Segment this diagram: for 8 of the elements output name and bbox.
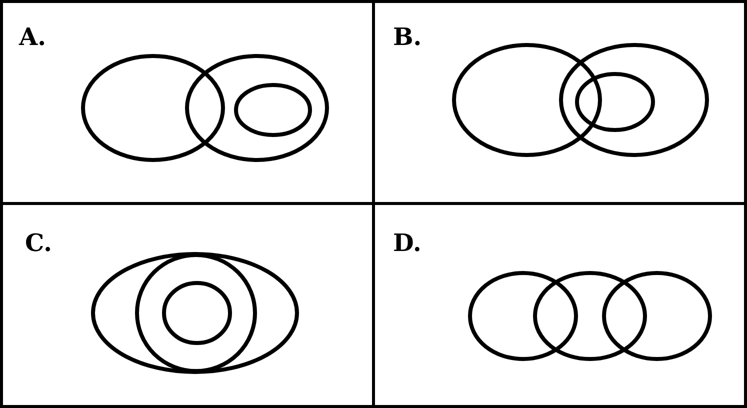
panel [0, 0, 375, 205]
panel-label: D. [393, 229, 422, 257]
panel-label: A. [19, 23, 46, 51]
panel [372, 202, 747, 408]
panel [0, 202, 375, 408]
panel-label: B. [393, 23, 422, 51]
panel [372, 0, 747, 205]
panel-label: C. [25, 229, 52, 257]
